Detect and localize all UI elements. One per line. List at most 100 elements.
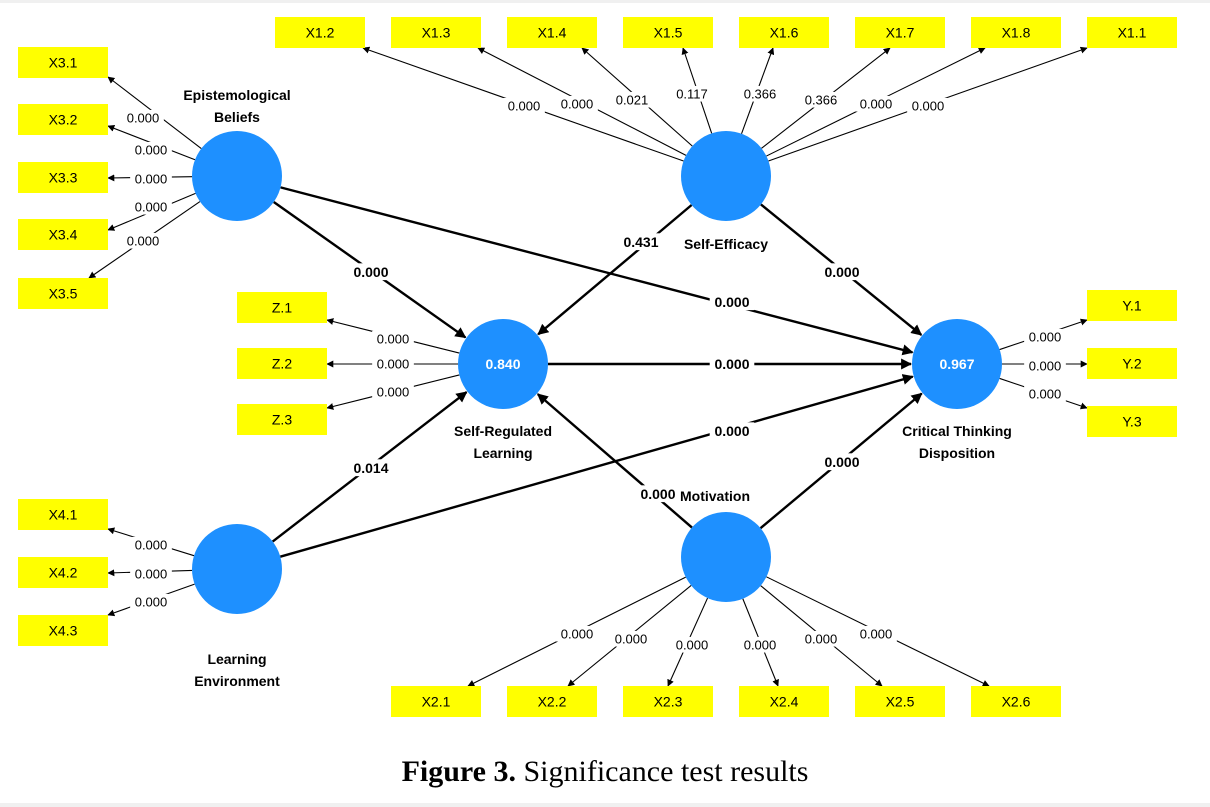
loading-p-value-x1-7: 0.366: [805, 93, 838, 108]
loading-p-value-x2-2-bg: [610, 630, 652, 647]
loading-p-value-x2-1-bg: [556, 625, 598, 642]
indicator-label-x1-7: X1.7: [886, 25, 915, 41]
loading-p-value-x3-5-bg: [122, 232, 164, 249]
indicator-label-x1-1: X1.1: [1118, 25, 1147, 41]
path-p-value-le-to-ctd: 0.000: [714, 423, 749, 439]
loading-p-value-x4-3-bg: [130, 593, 172, 610]
path-p-value-eb-to-srl: 0.000: [353, 264, 388, 280]
indicator-box-x2-2: [507, 686, 597, 717]
path-p-value-le-to-srl-bg: [348, 459, 394, 477]
top-border: [0, 0, 1210, 3]
bottom-border: [0, 803, 1210, 807]
loading-p-value-x2-5-bg: [800, 630, 842, 647]
loading-p-value-x4-3: 0.000: [135, 595, 168, 610]
path-p-value-mot-to-srl: 0.000: [640, 486, 675, 502]
path-p-value-mot-to-srl-bg: [635, 485, 681, 503]
loading-p-value-z-2: 0.000: [377, 357, 410, 372]
loading-p-value-x1-3: 0.000: [561, 97, 594, 112]
indicator-box-x1-2: [275, 17, 365, 48]
loading-p-value-z-3: 0.000: [377, 385, 410, 400]
loading-p-value-x1-5: 0.117: [676, 87, 708, 102]
loading-p-value-x2-6: 0.000: [860, 627, 893, 642]
indicator-label-x1-2: X1.2: [306, 25, 335, 41]
latent-node-self-efficacy: [681, 131, 771, 221]
loading-p-value-y-1: 0.000: [1029, 330, 1062, 345]
indicator-label-x1-8: X1.8: [1002, 25, 1031, 41]
loading-p-value-x4-2-bg: [130, 565, 172, 582]
loading-p-value-y-2-bg: [1024, 357, 1066, 374]
latent-node-motivation: [681, 512, 771, 602]
indicator-box-x1-4: [507, 17, 597, 48]
loading-p-value-x1-4-bg: [611, 91, 653, 108]
figure-number: Figure 3.: [401, 755, 516, 788]
indicator-box-x1-3: [391, 17, 481, 48]
indicator-box-z-3: [237, 404, 327, 435]
indicator-box-y-2: [1087, 348, 1177, 379]
path-p-value-le-to-srl: 0.014: [353, 460, 388, 476]
loading-p-value-z-3-bg: [372, 383, 414, 400]
loading-p-value-y-3-bg: [1024, 385, 1066, 402]
indicator-label-x3-3: X3.3: [49, 170, 78, 186]
indicator-label-x4-3: X4.3: [49, 623, 78, 639]
loading-p-value-x1-5-bg: [671, 85, 713, 102]
path-p-value-se-to-ctd-bg: [819, 263, 865, 281]
loading-p-value-x4-1: 0.000: [135, 538, 168, 553]
indicator-label-y-1: Y.1: [1122, 298, 1141, 314]
latent-label-motivation: Motivation: [680, 488, 750, 504]
indicator-label-x4-1: X4.1: [49, 507, 78, 523]
indicator-box-x4-2: [18, 557, 108, 588]
indicator-label-x3-2: X3.2: [49, 112, 78, 128]
indicator-box-x3-1: [18, 47, 108, 78]
loading-p-value-x1-3-bg: [556, 95, 598, 112]
loading-p-value-x3-4-bg: [130, 198, 172, 215]
loading-p-value-x3-1-bg: [122, 109, 164, 126]
loading-p-value-x1-1: 0.000: [912, 99, 945, 114]
loading-p-value-x1-6-bg: [739, 85, 781, 102]
loading-p-value-x4-1-bg: [130, 536, 172, 553]
indicator-box-x2-1: [391, 686, 481, 717]
path-arrow-le-to-ctd: [279, 374, 914, 558]
indicator-label-x2-4: X2.4: [770, 694, 799, 710]
indicator-label-x2-5: X2.5: [886, 694, 915, 710]
loading-p-value-x3-2-bg: [130, 141, 172, 158]
indicator-label-x3-1: X3.1: [49, 55, 78, 71]
indicator-box-x4-3: [18, 615, 108, 646]
indicator-label-x1-3: X1.3: [422, 25, 451, 41]
path-p-value-mot-to-ctd: 0.000: [824, 454, 859, 470]
indicator-label-z-2: Z.2: [272, 356, 292, 372]
indicator-box-x1-7: [855, 17, 945, 48]
figure-caption: Figure 3. Significance test results: [0, 755, 1210, 789]
loading-p-value-x1-8-bg: [855, 95, 897, 112]
loading-p-value-z-1: 0.000: [377, 332, 410, 347]
indicator-label-x2-1: X2.1: [422, 694, 451, 710]
indicator-box-y-3: [1087, 406, 1177, 437]
loading-p-value-x2-4-bg: [739, 636, 781, 653]
indicator-label-x4-2: X4.2: [49, 565, 78, 581]
path-p-value-mot-to-ctd-bg: [819, 453, 865, 471]
path-p-value-se-to-srl-bg: [618, 233, 664, 251]
indicator-box-z-2: [237, 348, 327, 379]
figure-title: Significance test results: [523, 755, 809, 788]
loading-p-value-x1-2-bg: [503, 97, 545, 114]
loading-p-value-x1-2: 0.000: [508, 99, 541, 114]
loading-p-value-x1-6: 0.366: [744, 87, 777, 102]
path-p-value-se-to-ctd: 0.000: [824, 264, 859, 280]
r-squared-critical-thinking-disposition: 0.967: [939, 356, 974, 372]
loading-p-value-x2-3-bg: [671, 636, 713, 653]
indicator-box-x3-4: [18, 219, 108, 250]
indicator-label-x2-2: X2.2: [538, 694, 567, 710]
indicator-label-x1-6: X1.6: [770, 25, 799, 41]
path-p-value-se-to-srl: 0.431: [623, 234, 658, 250]
path-p-value-le-to-ctd-bg: [709, 422, 755, 440]
loading-p-value-x1-1-bg: [907, 97, 949, 114]
loading-p-value-x2-3: 0.000: [676, 638, 709, 653]
latent-label-self-efficacy: Self-Efficacy: [684, 236, 768, 252]
loading-p-value-x2-6-bg: [855, 625, 897, 642]
path-p-value-eb-to-ctd-bg: [709, 293, 755, 311]
loading-p-value-x3-1: 0.000: [127, 111, 160, 126]
loading-p-value-z-2-bg: [372, 355, 414, 372]
latent-node-critical-thinking-disposition: [912, 319, 1002, 409]
